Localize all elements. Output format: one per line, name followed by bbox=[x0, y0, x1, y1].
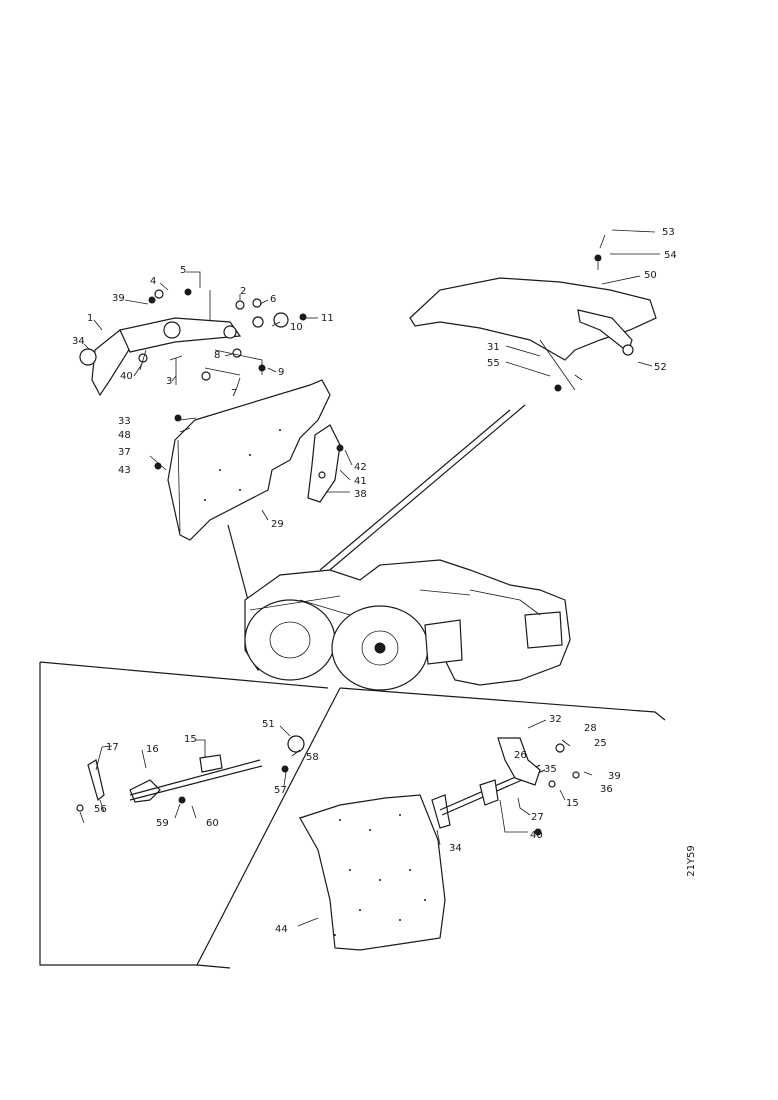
callout-51: 51 bbox=[262, 719, 275, 730]
lower-left-bracket bbox=[76, 725, 305, 824]
callout-3: 3 bbox=[166, 376, 172, 387]
upper-left-leaders bbox=[83, 271, 318, 391]
side-mud-flap bbox=[307, 424, 353, 503]
front-bracket-assembly bbox=[79, 288, 307, 397]
callout-5: 5 bbox=[180, 265, 186, 276]
callout-17: 17 bbox=[106, 742, 119, 753]
callout-16: 16 bbox=[146, 744, 159, 755]
callout-35: 35 bbox=[544, 764, 557, 775]
callout-43: 43 bbox=[118, 465, 131, 476]
callout-53: 53 bbox=[662, 227, 675, 238]
callout-11: 11 bbox=[321, 313, 334, 324]
callout-40-lower: 40 bbox=[530, 830, 543, 841]
callout-54: 54 bbox=[664, 250, 677, 261]
left-fender-panel bbox=[149, 379, 331, 541]
tractor-body bbox=[244, 559, 571, 691]
callout-37: 37 bbox=[118, 447, 131, 458]
callout-34: 34 bbox=[72, 336, 85, 347]
callout-10: 10 bbox=[290, 322, 303, 333]
callout-15: 15 bbox=[184, 734, 197, 745]
callout-1: 1 bbox=[87, 313, 93, 324]
callout-9: 9 bbox=[278, 367, 284, 378]
callout-50: 50 bbox=[644, 270, 657, 281]
callout-6: 6 bbox=[270, 294, 276, 305]
callout-39-lower: 39 bbox=[608, 771, 621, 782]
callout-28: 28 bbox=[584, 723, 597, 734]
callout-4: 4 bbox=[150, 276, 156, 287]
callout-42: 42 bbox=[354, 462, 367, 473]
drawing-reference-number: 21Y59 bbox=[686, 845, 697, 877]
callout-60: 60 bbox=[206, 818, 219, 829]
callout-34-lower: 34 bbox=[449, 843, 462, 854]
callout-59: 59 bbox=[156, 818, 169, 829]
callout-15-lower: 15 bbox=[566, 798, 579, 809]
callout-41: 41 bbox=[354, 476, 367, 487]
callout-44: 44 bbox=[275, 924, 288, 935]
callout-48: 48 bbox=[118, 430, 131, 441]
rear-fender-assembly bbox=[409, 229, 660, 392]
callout-29: 29 bbox=[271, 519, 284, 530]
callout-32: 32 bbox=[549, 714, 562, 725]
callout-56: 56 bbox=[94, 804, 107, 815]
callout-38: 38 bbox=[354, 489, 367, 500]
callout-58: 58 bbox=[306, 752, 319, 763]
callout-25: 25 bbox=[594, 738, 607, 749]
callout-36: 36 bbox=[600, 784, 613, 795]
callout-33: 33 bbox=[118, 416, 131, 427]
callout-2: 2 bbox=[240, 286, 246, 297]
callout-labels: 5 4 39 2 6 11 10 1 34 40 3 7 8 9 33 48 3… bbox=[72, 227, 677, 935]
callout-39: 39 bbox=[112, 293, 125, 304]
pointer-lines bbox=[227, 404, 526, 601]
callout-52: 52 bbox=[654, 362, 667, 373]
callout-57: 57 bbox=[274, 785, 287, 796]
callout-31: 31 bbox=[487, 342, 500, 353]
callout-40: 40 bbox=[120, 371, 133, 382]
callout-8: 8 bbox=[214, 350, 220, 361]
detail-frame bbox=[39, 661, 666, 969]
callout-7: 7 bbox=[231, 388, 237, 399]
callout-26: 26 bbox=[514, 750, 527, 761]
callout-27: 27 bbox=[531, 812, 544, 823]
callout-55: 55 bbox=[487, 358, 500, 369]
lower-right-flap-assembly bbox=[297, 719, 593, 951]
